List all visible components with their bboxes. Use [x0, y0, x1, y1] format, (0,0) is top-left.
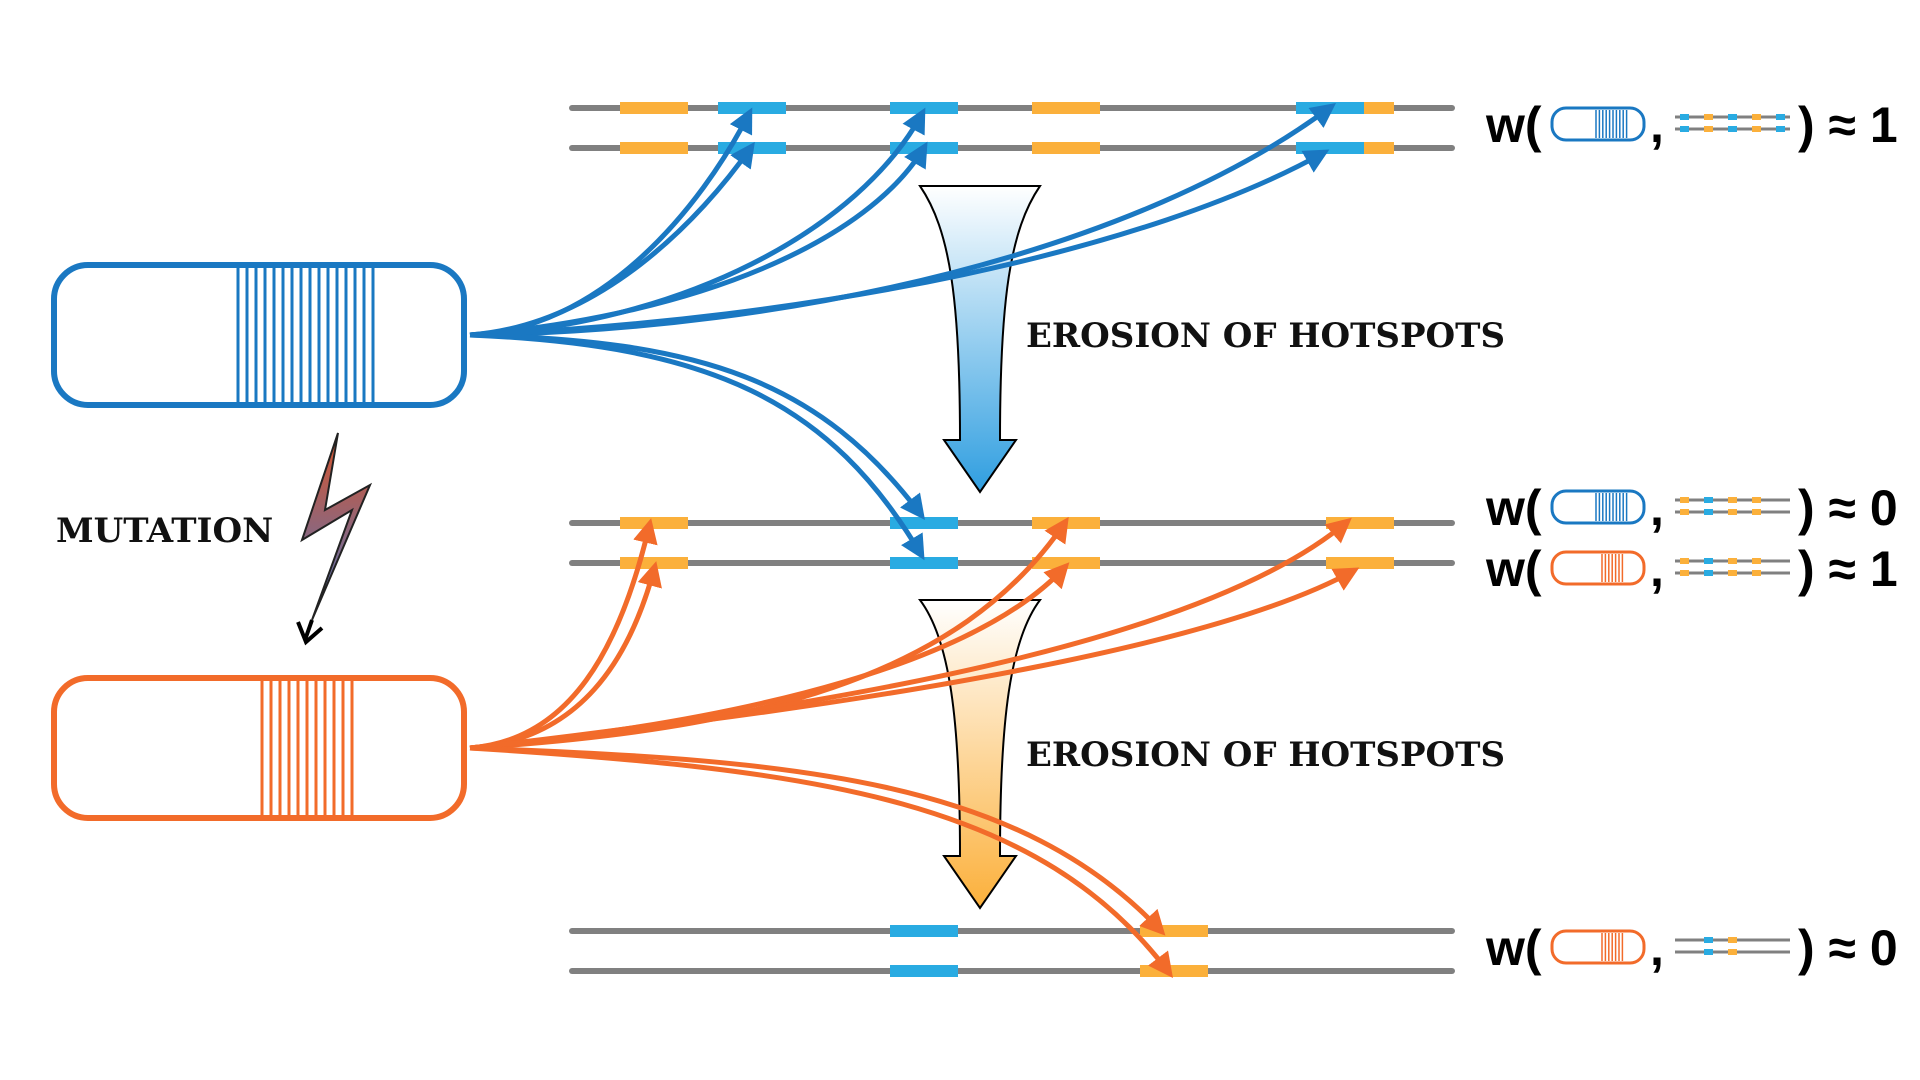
hotspot-segment	[718, 102, 786, 114]
formula-1: w(, ) ≈ 1	[1485, 97, 1898, 153]
mini-dna-icon	[1675, 497, 1790, 515]
hotspot-segment	[1296, 142, 1364, 154]
hotspot-segment	[1326, 517, 1394, 529]
hotspot-segment	[1326, 557, 1394, 569]
blue-binding-arrows	[469, 103, 1337, 561]
protein-orange-icon	[51, 675, 467, 821]
erosion-label-top: EROSION OF HOTSPOTS	[1026, 316, 1505, 356]
mini-dna-icon	[1675, 114, 1790, 132]
formula-comma: ,	[1650, 97, 1664, 153]
hotspot-segment	[1140, 925, 1208, 937]
hotspot-segment	[620, 517, 688, 529]
hotspot-segment	[1364, 142, 1394, 154]
mutation-label: MUTATION	[56, 511, 273, 551]
hotspot-segment	[890, 925, 958, 937]
hotspot-segment	[890, 102, 958, 114]
hotspot-segment	[1140, 965, 1208, 977]
mini-protein-orange-icon	[1550, 550, 1646, 586]
hotspot-segment	[890, 965, 958, 977]
formula-result: ) ≈ 0	[1798, 920, 1898, 976]
formula-prefix: w(	[1485, 920, 1542, 976]
formula-result: ) ≈ 0	[1798, 480, 1898, 536]
hotspot-segment	[620, 102, 688, 114]
formula-comma: ,	[1650, 920, 1664, 976]
mini-protein-orange-icon	[1550, 929, 1646, 965]
lightning-bolt-icon	[296, 432, 373, 646]
dna-bottom	[569, 925, 1455, 977]
formula-comma: ,	[1650, 480, 1664, 536]
formula-prefix: w(	[1485, 97, 1542, 153]
dna-top	[569, 102, 1455, 154]
formula-comma: ,	[1650, 541, 1664, 597]
formula-2: w(, ) ≈ 0	[1485, 480, 1898, 536]
mini-dna-icon	[1675, 937, 1790, 955]
mini-dna-icon	[1675, 558, 1790, 576]
orange-binding-arrows	[469, 516, 1360, 979]
formula-4: w(, ) ≈ 0	[1485, 920, 1898, 976]
hotspot-segment	[890, 517, 958, 529]
formula-result: ) ≈ 1	[1798, 541, 1898, 597]
hotspot-segment	[1364, 102, 1394, 114]
hotspot-segment	[1032, 142, 1100, 154]
fitness-formulas: w(, ) ≈ 1 w(, ) ≈ 0 w(, ) ≈ 1 w(, ) ≈ 0	[1485, 97, 1898, 976]
mini-protein-blue-icon	[1550, 489, 1646, 525]
formula-prefix: w(	[1485, 541, 1542, 597]
hotspot-segment	[1032, 102, 1100, 114]
formula-result: ) ≈ 1	[1798, 97, 1898, 153]
erosion-label-bottom: EROSION OF HOTSPOTS	[1026, 735, 1505, 775]
protein-blue-icon	[51, 262, 467, 408]
formula-3: w(, ) ≈ 1	[1485, 541, 1898, 597]
formula-prefix: w(	[1485, 480, 1542, 536]
erosion-arrow-bottom-icon	[918, 599, 1042, 910]
mini-protein-blue-icon	[1550, 106, 1646, 142]
erosion-arrow-top-icon	[918, 185, 1042, 494]
hotspot-segment	[620, 142, 688, 154]
hotspot-segment	[890, 557, 958, 569]
